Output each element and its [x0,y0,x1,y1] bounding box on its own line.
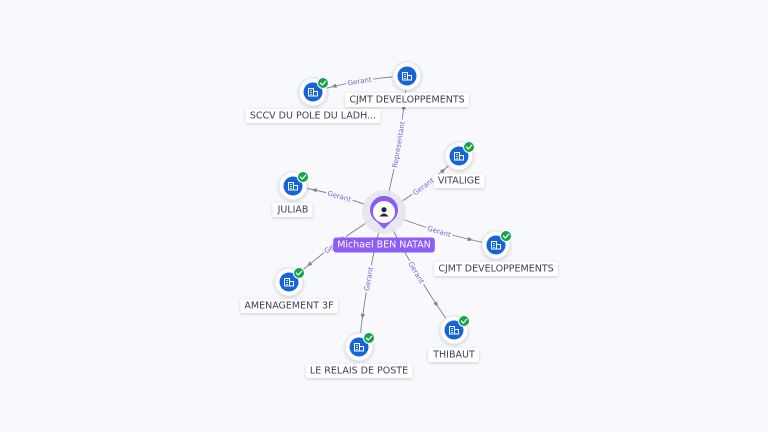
company-label: CJMT DEVELOPPEMENTS [434,262,558,276]
edge-label: Gerant [426,225,452,240]
edge-arrow [433,301,438,307]
edge-label: Representant [391,121,407,169]
verified-check-icon [463,141,475,153]
company-label: CJMT DEVELOPPEMENTS [345,93,469,107]
building-icon [308,88,318,97]
company-node-thibaut[interactable]: THIBAUT [428,315,479,363]
company-name: AMENAGEMENT 3F [244,301,333,312]
edge-labels-layer: RepresentantGerantGerantGerantGerantGera… [321,74,454,294]
edge-arrow [307,261,313,267]
company-name: SCCV DU POLE DU LADH... [250,111,376,122]
edge-label-bg [345,74,374,89]
edge-label-bg [410,174,438,199]
company-label: AMENAGEMENT 3F [240,299,338,313]
edge-arrow [331,83,337,88]
building-icon [284,278,294,287]
verified-check-icon [293,267,305,279]
nodes-layer: CJMT DEVELOPPEMENTS SCCV DU POLE DU LADH.… [240,61,558,379]
verified-check-icon [363,332,375,344]
edge-arrow [360,313,366,319]
edge-arrow [440,168,446,174]
verified-check-icon [500,230,512,242]
edge-label-bg [405,258,427,287]
building-icon [454,152,464,161]
person-node[interactable]: Michael BEN NATAN [333,190,435,253]
verified-check-icon [317,77,329,89]
edge-label-bg [424,223,454,241]
company-node-amenagement[interactable]: AMENAGEMENT 3F [240,267,338,314]
verified-check-icon [458,315,470,327]
building-icon [354,343,364,352]
company-name: LE RELAIS DE POSTE [310,366,408,377]
company-node-relais[interactable]: LE RELAIS DE POSTE [305,332,413,379]
edge-label-bg [324,188,354,205]
edge-label: Gerant [327,189,353,203]
company-node-vitalige[interactable]: VITALIGE [433,141,485,189]
company-label: THIBAUT [428,348,479,362]
company-label: SCCV DU POLE DU LADH... [245,109,381,123]
company-node-cjmt2[interactable]: CJMT DEVELOPPEMENTS [434,230,558,277]
company-name: CJMT DEVELOPPEMENTS [349,95,464,106]
person-name: Michael BEN NATAN [337,240,431,251]
building-icon [402,72,412,81]
company-node-sccv[interactable]: SCCV DU POLE DU LADH... [245,77,381,124]
company-name: VITALIGE [438,176,480,187]
verified-check-icon [297,171,309,183]
edge-label-bg [362,264,376,294]
edge-label-bg [390,118,408,170]
building-icon [288,182,298,191]
company-node-juliab[interactable]: JULIAB [272,171,313,218]
person-icon [379,207,389,217]
company-label: VITALIGE [433,174,485,188]
edge-label: Gerant [347,76,372,88]
building-icon [491,241,501,250]
edge-arrow [467,236,473,242]
building-icon [449,326,459,335]
company-name: CJMT DEVELOPPEMENTS [438,264,553,275]
edge-arrow [311,188,317,193]
company-node-cjmt1[interactable]: CJMT DEVELOPPEMENTS [345,61,469,107]
person-label: Michael BEN NATAN [333,237,435,253]
edge-label: Gerant [412,176,436,197]
company-name: JULIAB [277,205,309,216]
company-label: LE RELAIS DE POSTE [305,364,413,378]
company-name: THIBAUT [432,350,475,361]
company-label: JULIAB [272,203,313,217]
